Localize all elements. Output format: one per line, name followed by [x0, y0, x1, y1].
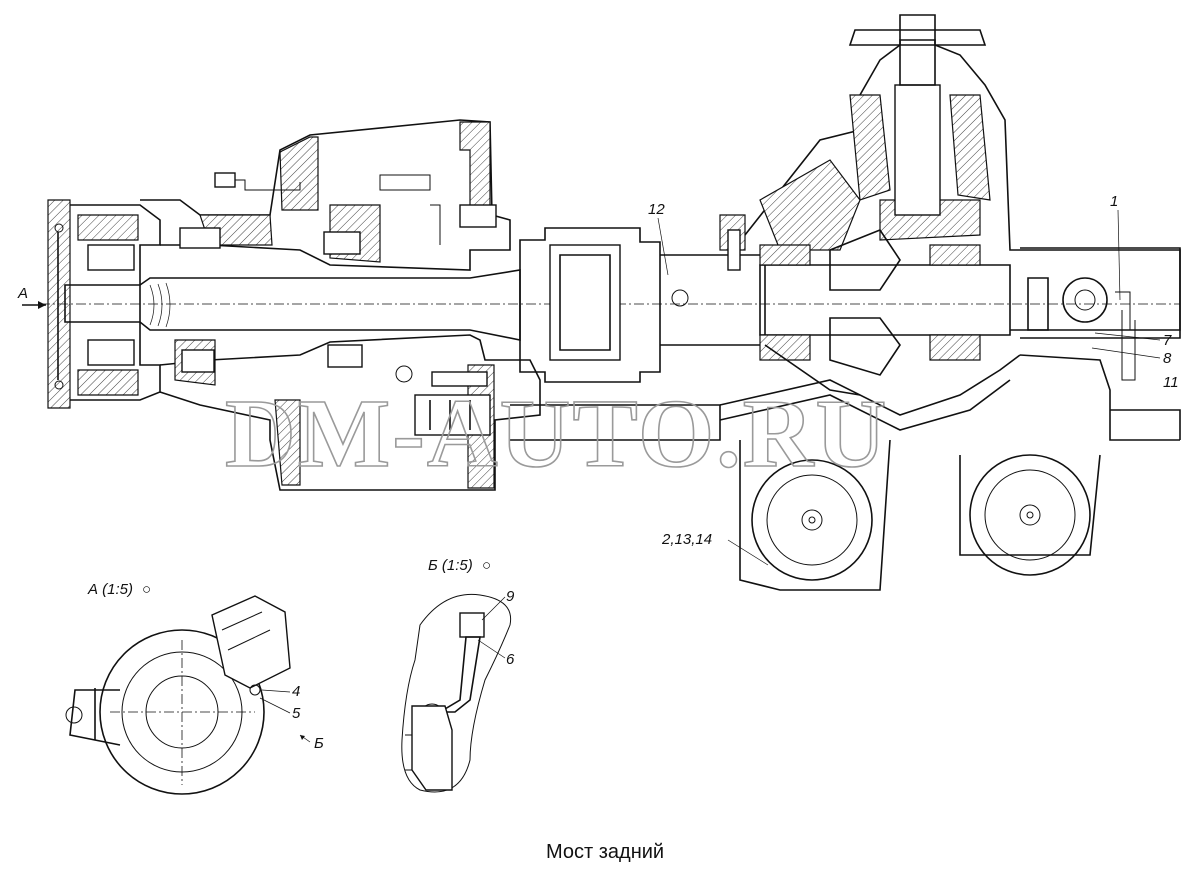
detail-view-b: Б (1:5) ○ 9 6 — [401, 557, 515, 793]
section-mark-a: А — [17, 285, 28, 302]
callout-8: 8 — [1163, 350, 1172, 367]
callout-2-13-14: 2,13,14 — [661, 531, 712, 548]
view-a-label: А (1:5) — [87, 581, 133, 598]
wheel-hub-left — [47, 199, 161, 409]
section-mark-b: Б — [314, 735, 324, 752]
callout-12: 12 — [648, 201, 665, 218]
callouts: 12 1 7 8 11 2,13,14 — [648, 193, 1179, 566]
callout-7: 7 — [1163, 332, 1172, 349]
view-b-marker: ○ — [482, 557, 491, 574]
callout-1: 1 — [1110, 193, 1118, 210]
final-drive-housing-lower — [159, 334, 541, 491]
cardan-joint — [510, 227, 766, 441]
drawing-caption: Мост задний — [546, 841, 664, 863]
callout-11: 11 — [1163, 374, 1179, 391]
section-arrow-a: А — [17, 285, 46, 309]
detail-view-a: А (1:5) ○ 4 5 Б — [65, 581, 324, 795]
view-a-marker: ○ — [142, 581, 151, 598]
callout-6: 6 — [506, 651, 515, 668]
main-section-view: А — [17, 14, 1181, 591]
wheel-left — [739, 439, 891, 591]
right-housing — [719, 247, 1181, 441]
watermark: DM-AUTO.RU — [225, 380, 888, 488]
callout-5: 5 — [292, 705, 301, 722]
callout-4: 4 — [292, 683, 300, 700]
final-drive-housing — [140, 119, 511, 271]
view-b-label: Б (1:5) — [428, 557, 473, 574]
wheel-right — [959, 454, 1101, 576]
callout-9: 9 — [506, 588, 515, 605]
differential — [719, 14, 1181, 396]
